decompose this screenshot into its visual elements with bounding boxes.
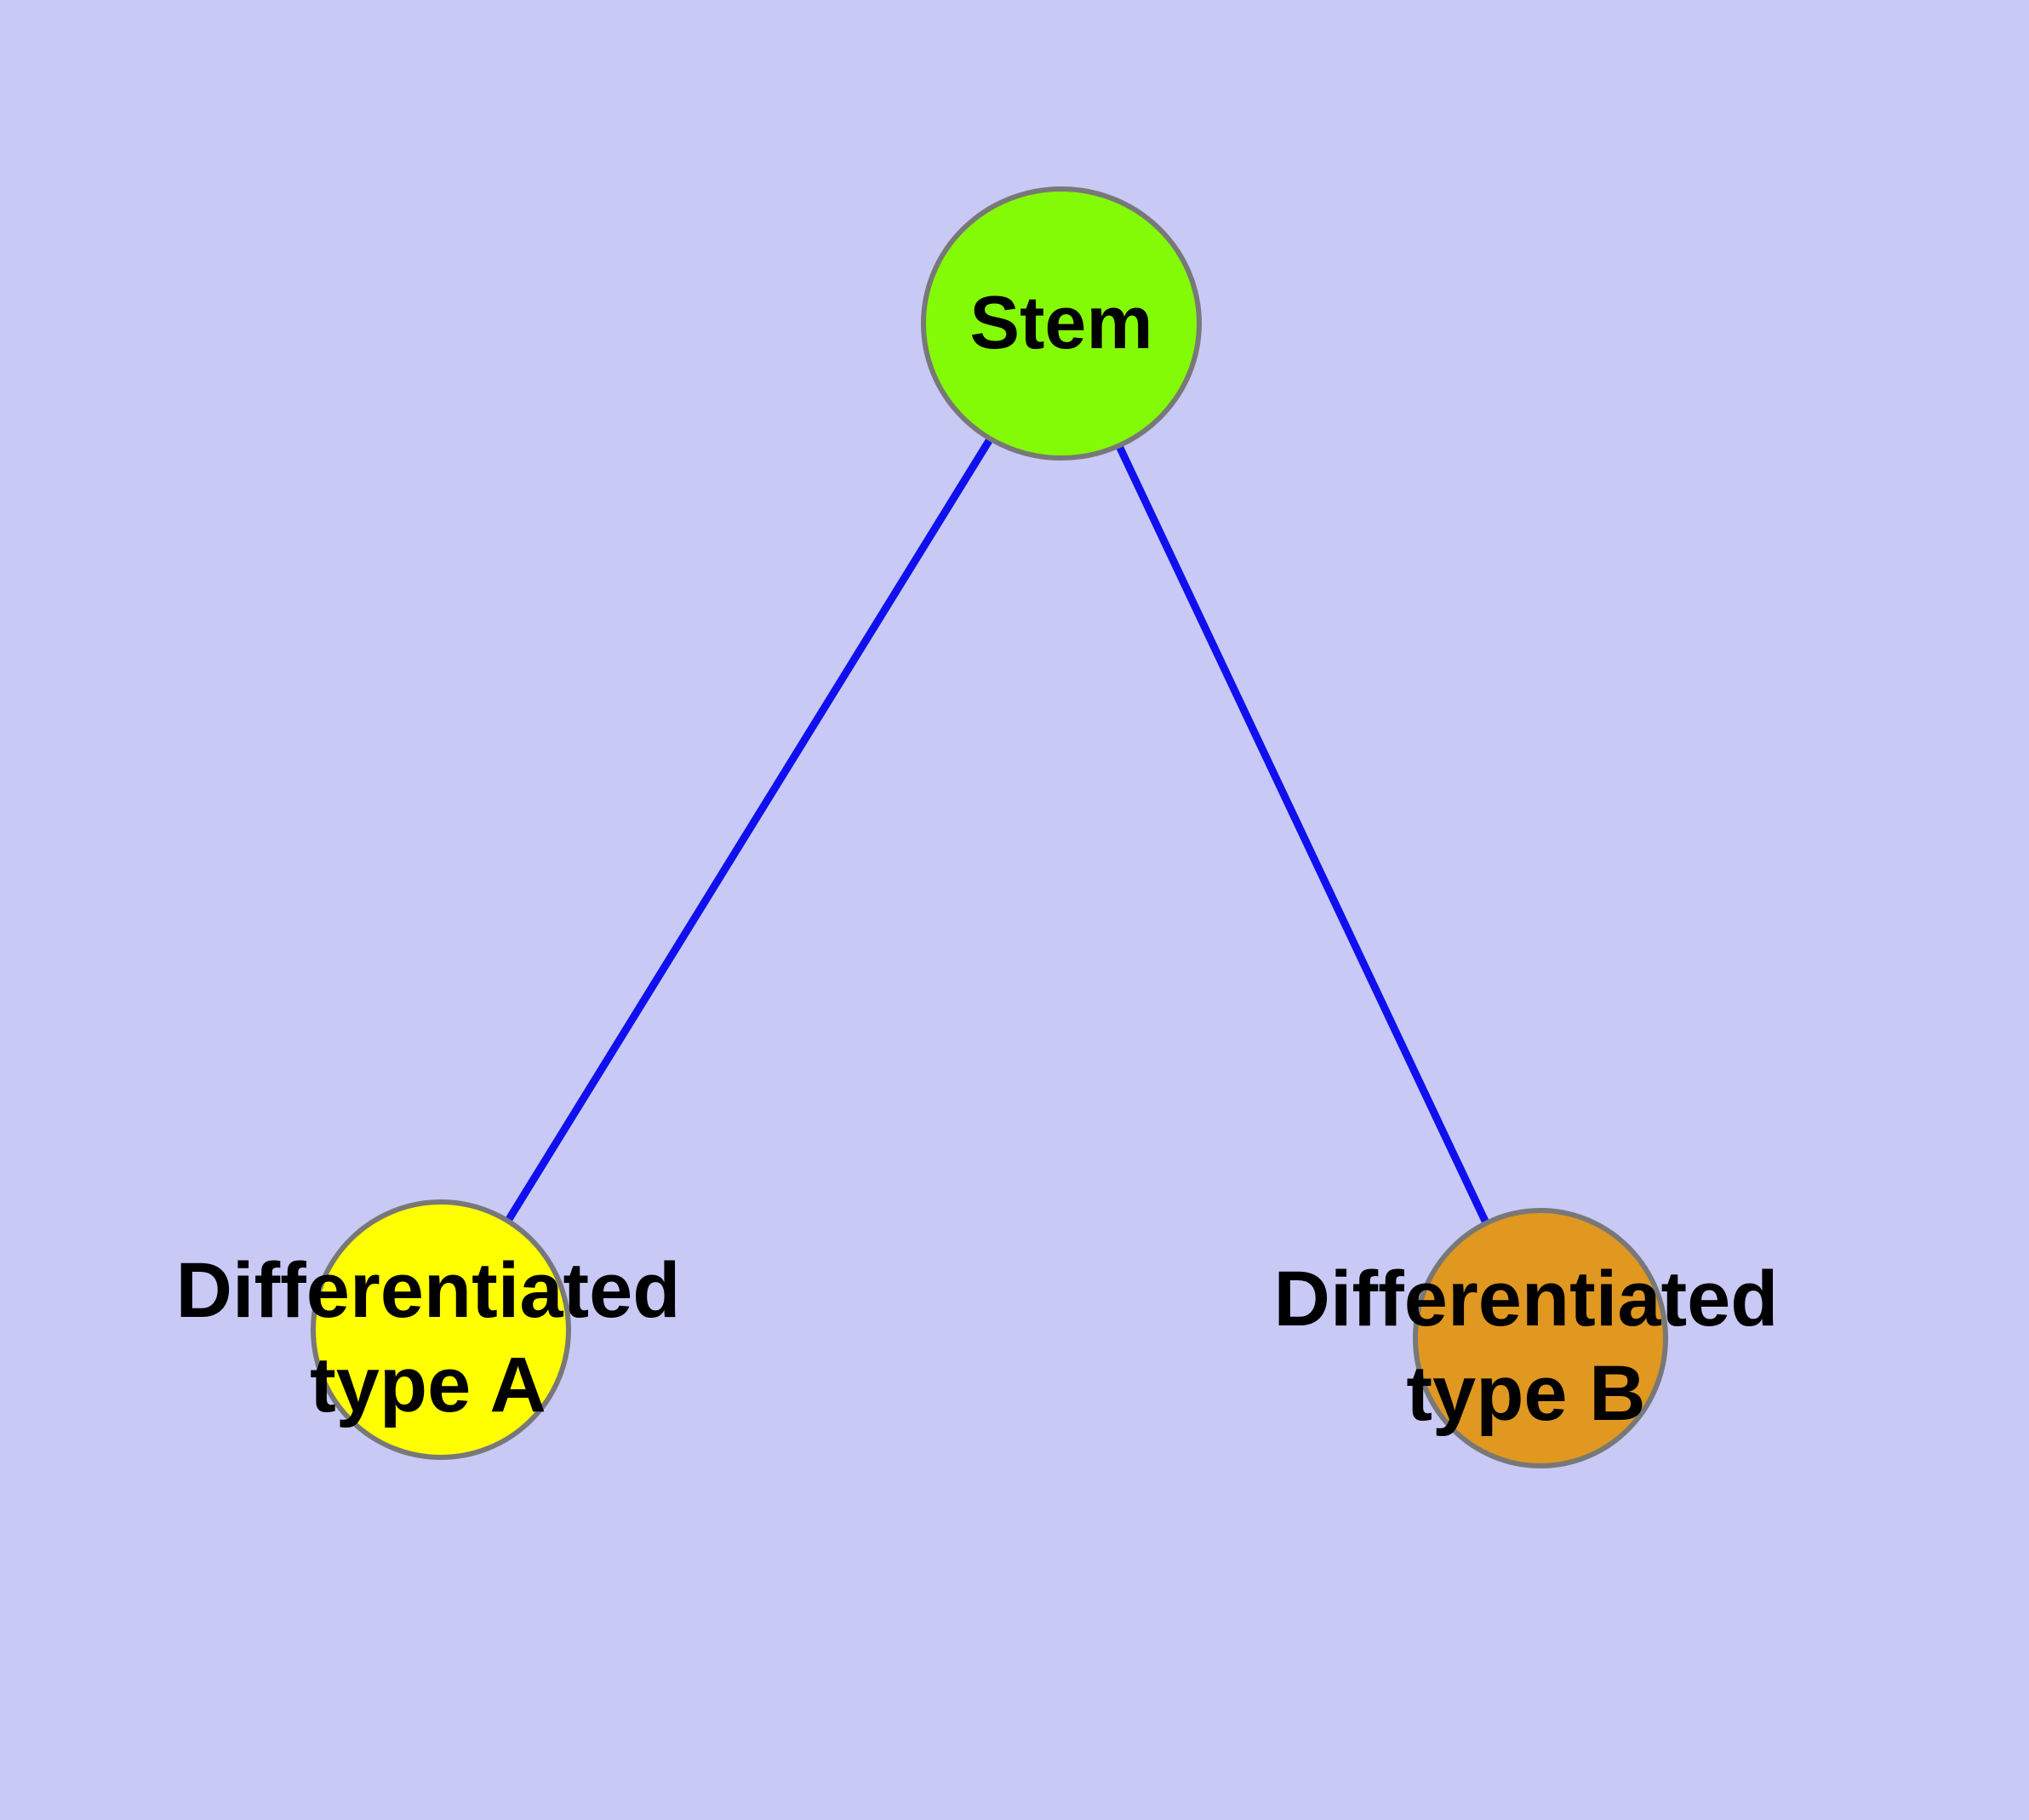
differentiated-type-a-node-circle xyxy=(311,1199,571,1460)
edge-stem-to-type-a xyxy=(437,321,1065,1332)
stem-node-circle xyxy=(921,186,1202,461)
stem-node-label: Stem xyxy=(969,280,1152,364)
differentiated-type-b-label-line2: type B xyxy=(1406,1350,1645,1437)
differentiated-type-b-label-line1: Differentiated xyxy=(1274,1256,1779,1342)
differentiated-type-b-node-circle xyxy=(1413,1208,1668,1468)
differentiated-type-a-label-line1: Differentiated xyxy=(176,1247,681,1334)
differentiated-type-a-label-line2: type A xyxy=(310,1342,546,1428)
edge-stem-to-type-b xyxy=(1057,322,1545,1340)
